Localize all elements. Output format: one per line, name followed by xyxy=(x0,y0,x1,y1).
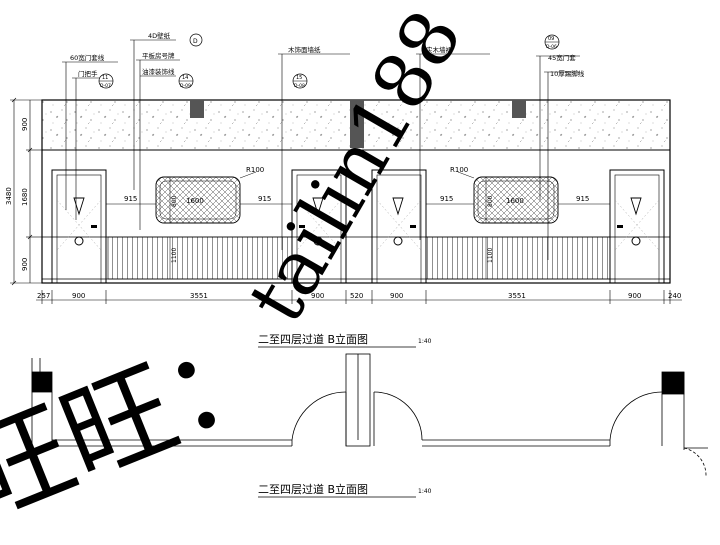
svg-text:15: 15 xyxy=(296,75,302,81)
padded-panel-1 xyxy=(155,176,241,224)
wainscot-1 xyxy=(107,236,293,280)
callout-45: 45宽门套 xyxy=(548,53,576,62)
plan xyxy=(31,353,708,477)
wainscot-2 xyxy=(425,236,611,280)
radius-1: R100 xyxy=(246,166,264,174)
dim-257: 257 xyxy=(37,292,50,300)
dim-1100-2: 1100 xyxy=(487,248,494,263)
dim-1100-1: 1100 xyxy=(171,248,178,263)
door-4 xyxy=(609,169,665,284)
dim-3551-b: 3551 xyxy=(508,292,526,300)
dim-915-right-2: 915 xyxy=(576,195,589,203)
plan-scale: 1:40 xyxy=(418,488,432,495)
bubble-09: 09 D-06 xyxy=(544,34,560,50)
svg-text:D-08: D-08 xyxy=(294,83,305,89)
callout-60: 60宽门套线 xyxy=(70,53,105,62)
watermark-id: tailin188 xyxy=(231,0,479,337)
callout-door-handle: 门把手 xyxy=(78,69,98,78)
dim-915-right-1: 915 xyxy=(258,195,271,203)
dim-915-left-2: 915 xyxy=(440,195,453,203)
bubble-d: D xyxy=(189,33,203,47)
height-900-top: 900 xyxy=(21,118,29,131)
door-3 xyxy=(371,169,427,284)
dim-1600-2: 1600 xyxy=(506,197,524,205)
svg-text:11: 11 xyxy=(102,75,108,81)
bubble-11: 11 D-07 xyxy=(98,73,114,89)
height-900-bottom: 900 xyxy=(21,258,29,271)
elevation-scale: 1:40 xyxy=(418,338,432,345)
bubble-14: 14 D-09 xyxy=(178,73,194,89)
callout-frame: 油漆装饰线 xyxy=(142,67,175,76)
plan-title: 二至四层过道 B立面图 xyxy=(258,482,368,496)
elevation-title: 二至四层过道 B立面图 xyxy=(258,332,368,346)
dim-915-left-1: 915 xyxy=(124,195,137,203)
dim-900-a: 900 xyxy=(72,292,85,300)
door-2 xyxy=(291,169,347,284)
dim-3551-a: 3551 xyxy=(190,292,208,300)
dim-800-2: 800 xyxy=(487,195,494,207)
dim-520: 520 xyxy=(350,292,363,300)
dim-240: 240 xyxy=(668,292,681,300)
dim-900-d: 900 xyxy=(628,292,641,300)
svg-text:D-09: D-09 xyxy=(180,83,191,89)
svg-text:D-06: D-06 xyxy=(546,44,557,50)
svg-text:14: 14 xyxy=(182,75,188,81)
watermark-shop: 旺旺： xyxy=(0,302,296,544)
callout-16: 实木墙裙 xyxy=(426,45,453,54)
dim-1600-1: 1600 xyxy=(186,197,204,205)
callout-10: 10厚踢脚线 xyxy=(550,69,585,78)
bubble-15: 15 D-08 xyxy=(292,73,308,89)
svg-text:D: D xyxy=(193,38,198,45)
callout-4d: 4D壁纸 xyxy=(148,31,171,40)
column-right xyxy=(661,371,685,395)
radius-2: R100 xyxy=(450,166,468,174)
beam-block-3 xyxy=(512,100,526,118)
padded-panel-2 xyxy=(473,176,559,224)
elevation: 915 1600 915 800 1100 R100 915 1600 915 … xyxy=(5,31,682,348)
dim-800-1: 800 xyxy=(171,195,178,207)
beam-block-1 xyxy=(190,100,204,118)
callout-sign: 平板房号牌 xyxy=(142,51,175,60)
dim-900-c: 900 xyxy=(390,292,403,300)
callout-15: 木饰面墙纸 xyxy=(288,45,321,54)
svg-text:09: 09 xyxy=(548,36,554,42)
svg-text:D-07: D-07 xyxy=(100,83,111,89)
height-1680: 1680 xyxy=(21,188,29,206)
height-3480: 3480 xyxy=(5,187,13,205)
dim-900-b: 900 xyxy=(311,292,324,300)
beam-block-2 xyxy=(350,100,364,148)
door-1 xyxy=(51,169,107,284)
